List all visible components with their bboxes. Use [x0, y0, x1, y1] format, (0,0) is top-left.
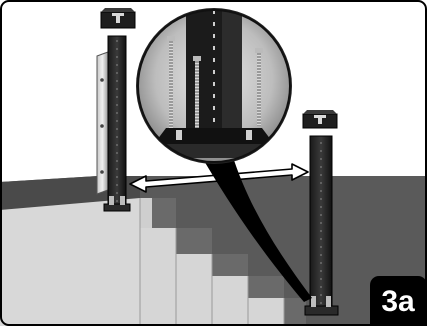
right-post-cap	[302, 110, 338, 129]
callout-pointer	[200, 154, 312, 302]
threaded-rod-left	[167, 36, 175, 128]
step-badge: 3a	[370, 276, 427, 326]
threaded-rod-right	[255, 48, 263, 126]
left-post	[96, 35, 131, 212]
detail-magnifier	[136, 8, 292, 164]
step-label: 3a	[381, 285, 415, 318]
right-post	[304, 135, 339, 316]
threaded-rod-center	[193, 56, 201, 128]
staircase	[0, 198, 306, 326]
left-post-cap	[100, 8, 136, 29]
